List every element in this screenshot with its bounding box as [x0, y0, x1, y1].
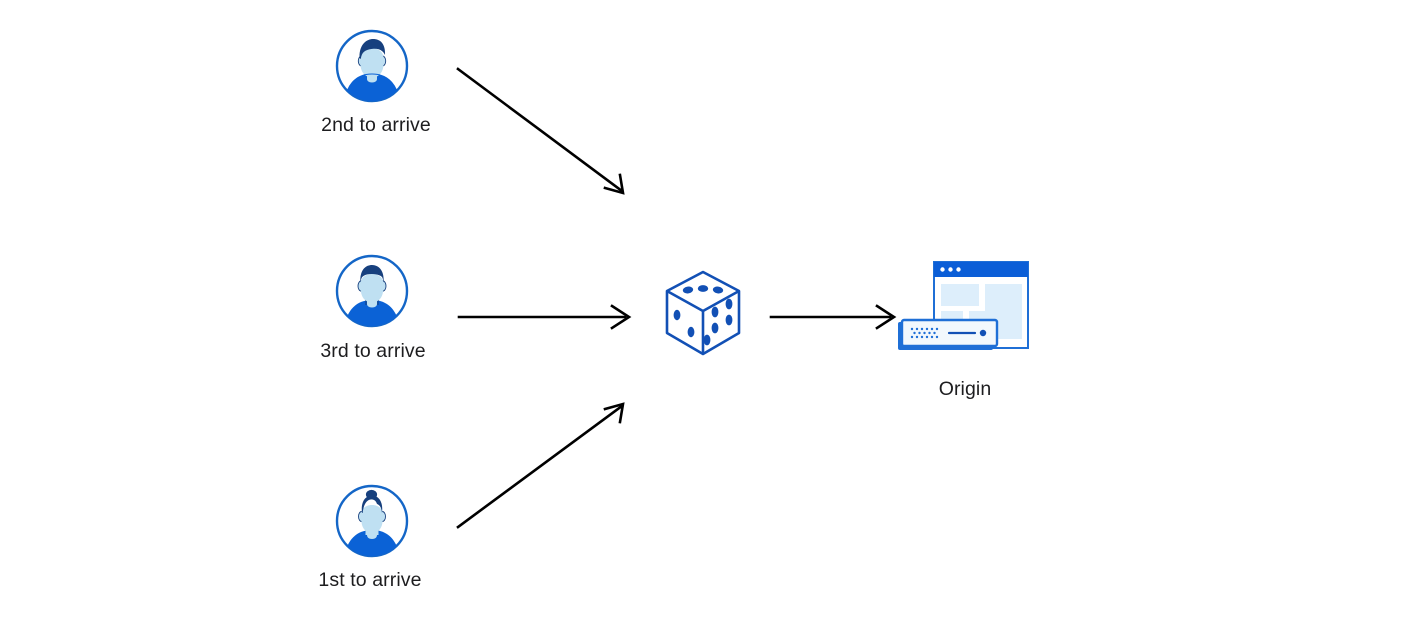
- origin-node[interactable]: [893, 258, 1033, 358]
- arrow-dice-to-origin: [769, 304, 897, 330]
- browser-dot-1: [940, 267, 945, 272]
- user-avatar-icon: [335, 29, 409, 103]
- user-avatar-icon: [335, 484, 409, 558]
- browser-dot-3: [956, 267, 961, 272]
- client-label-middle: 3rd to arrive: [320, 340, 426, 362]
- dice-icon: [665, 270, 741, 356]
- server-led-icon: [979, 329, 987, 337]
- client-avatar-middle[interactable]: [334, 253, 410, 329]
- client-label-bottom: 1st to arrive: [318, 569, 422, 591]
- client-label-top: 2nd to arrive: [321, 114, 431, 136]
- origin-server-icon: [898, 261, 1029, 350]
- user-avatar-icon: [335, 254, 409, 328]
- arrow-middle-to-dice: [457, 304, 632, 330]
- server-device-icon: [898, 318, 999, 350]
- browser-dot-2: [948, 267, 953, 272]
- randomizer-node[interactable]: [660, 268, 746, 360]
- origin-label: Origin: [938, 378, 992, 400]
- client-avatar-top[interactable]: [334, 28, 410, 104]
- client-avatar-bottom[interactable]: [334, 483, 410, 559]
- arrow-bottom-to-dice: [456, 402, 625, 529]
